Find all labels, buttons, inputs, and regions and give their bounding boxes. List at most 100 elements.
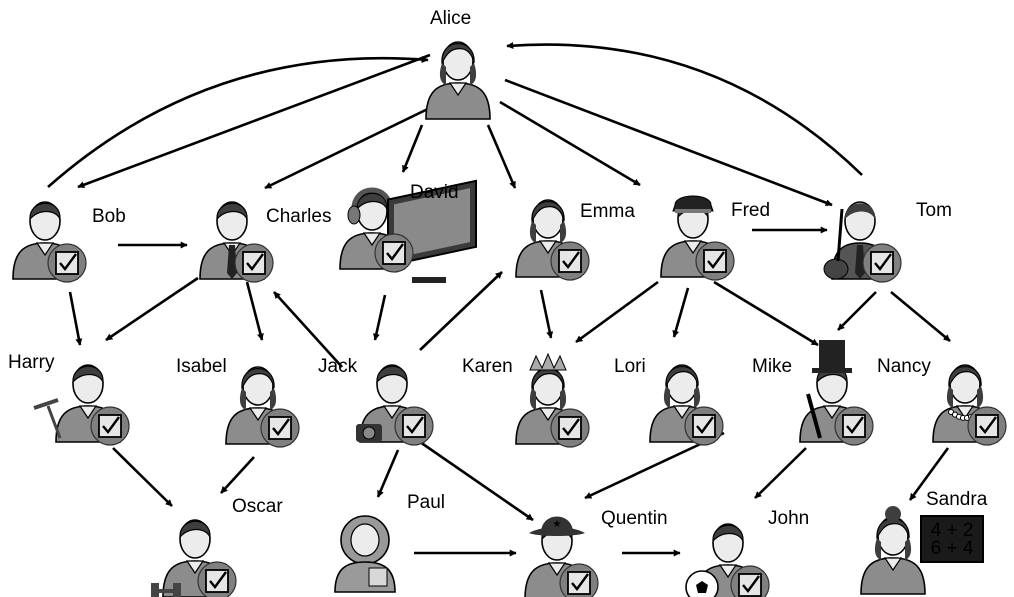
edge-fred-to-lori bbox=[672, 287, 690, 338]
hair-side bbox=[905, 538, 912, 560]
dumbbell-bar bbox=[159, 589, 173, 593]
collar bbox=[185, 560, 205, 575]
check-badge-icon bbox=[834, 406, 874, 446]
hair-side bbox=[946, 386, 953, 408]
hair-side bbox=[270, 388, 277, 410]
node-label-oscar: Oscar bbox=[232, 496, 283, 517]
hair-side bbox=[874, 538, 881, 560]
node-label-fred: Fred bbox=[731, 200, 770, 221]
necktie-icon bbox=[855, 245, 865, 279]
badge-check bbox=[246, 253, 264, 271]
edge-harry-to-oscar bbox=[112, 447, 173, 507]
hair bbox=[29, 202, 61, 222]
dumbbell-weight bbox=[173, 583, 181, 597]
collar bbox=[683, 240, 703, 255]
node-tom bbox=[823, 201, 902, 283]
blackboard-line-2: 6 + 4 bbox=[931, 538, 974, 559]
edge-david-to-jack bbox=[372, 294, 387, 341]
collar bbox=[718, 564, 738, 579]
node-quentin: ★ bbox=[524, 516, 599, 597]
check-badge-icon bbox=[47, 243, 87, 283]
teacher-blackboard-icon: 4 + 26 + 4 bbox=[860, 506, 984, 595]
hair bbox=[948, 365, 982, 389]
node-label-tom: Tom bbox=[916, 200, 952, 221]
check-badge-icon bbox=[394, 406, 434, 446]
badge-check bbox=[59, 253, 77, 271]
hair-side bbox=[529, 388, 536, 410]
edge-alice-to-fred bbox=[499, 100, 641, 187]
collar bbox=[822, 405, 842, 420]
hair bbox=[376, 365, 408, 385]
node-karen bbox=[515, 352, 590, 448]
hair-side bbox=[694, 386, 701, 408]
badge-check bbox=[846, 416, 864, 434]
node-label-charles: Charles bbox=[266, 206, 331, 227]
collar bbox=[448, 82, 468, 97]
badge-check bbox=[571, 573, 589, 591]
edge-fred-to-mike bbox=[713, 280, 819, 347]
collar bbox=[35, 242, 55, 257]
check-badge-icon bbox=[559, 563, 599, 597]
badge-check bbox=[979, 416, 997, 434]
hair bbox=[241, 367, 275, 391]
edge-charles-to-harry bbox=[105, 276, 199, 342]
cane-icon bbox=[806, 393, 822, 439]
person-fedora-icon: ★ bbox=[524, 516, 590, 597]
node-emma bbox=[515, 199, 590, 281]
collar bbox=[248, 407, 268, 422]
officer-cap-icon bbox=[672, 195, 714, 212]
node-jack bbox=[356, 364, 434, 446]
edge-alice-to-emma bbox=[486, 124, 517, 189]
astronaut-icon bbox=[334, 515, 396, 593]
check-badge-icon bbox=[862, 243, 902, 283]
badge-check bbox=[562, 251, 580, 269]
check-badge-icon bbox=[550, 408, 590, 448]
fedora-star: ★ bbox=[553, 519, 562, 530]
hair-bun bbox=[885, 506, 901, 522]
node-label-mike: Mike bbox=[752, 356, 792, 377]
monitor-stand bbox=[412, 277, 446, 283]
hair-side bbox=[470, 63, 477, 85]
node-label-paul: Paul bbox=[407, 492, 445, 513]
hair bbox=[179, 520, 211, 540]
guitar-icon bbox=[823, 258, 849, 280]
node-label-lori: Lori bbox=[614, 356, 646, 377]
hair-side bbox=[663, 386, 670, 408]
soccer-patch bbox=[696, 581, 708, 593]
blackboard-line-1: 4 + 2 bbox=[931, 520, 974, 541]
node-david bbox=[339, 179, 477, 283]
badge-check bbox=[742, 575, 760, 593]
collar bbox=[78, 405, 98, 420]
badge-check bbox=[102, 416, 120, 434]
edge-mike-to-john bbox=[754, 447, 807, 499]
node-paul bbox=[334, 515, 396, 593]
edge-bob-to-harry bbox=[68, 291, 83, 346]
node-harry bbox=[33, 364, 130, 446]
collar bbox=[538, 407, 558, 422]
necktie-icon bbox=[227, 245, 237, 279]
node-label-alice: Alice bbox=[430, 8, 471, 29]
node-label-karen: Karen bbox=[462, 356, 513, 377]
node-label-jack: Jack bbox=[318, 356, 358, 377]
hair bbox=[844, 203, 876, 219]
squeegee-icon bbox=[46, 405, 62, 439]
badge-check bbox=[696, 416, 714, 434]
node-lori bbox=[649, 364, 724, 446]
node-nancy bbox=[932, 364, 1007, 446]
collar bbox=[883, 557, 903, 572]
badge-check bbox=[406, 416, 424, 434]
edge-tom-to-nancy bbox=[890, 290, 951, 343]
monitor-screen bbox=[394, 188, 470, 259]
edge-alice-to-david bbox=[401, 124, 424, 173]
hair-side bbox=[560, 221, 567, 243]
badge-check bbox=[562, 418, 580, 436]
edge-nancy-to-sandra bbox=[908, 447, 950, 501]
check-badge-icon bbox=[730, 565, 770, 597]
edge-fred-to-karen bbox=[575, 280, 659, 344]
node-label-quentin: Quentin bbox=[601, 508, 668, 529]
node-fred bbox=[660, 195, 735, 281]
check-badge-icon bbox=[967, 406, 1007, 446]
hair bbox=[665, 365, 699, 389]
